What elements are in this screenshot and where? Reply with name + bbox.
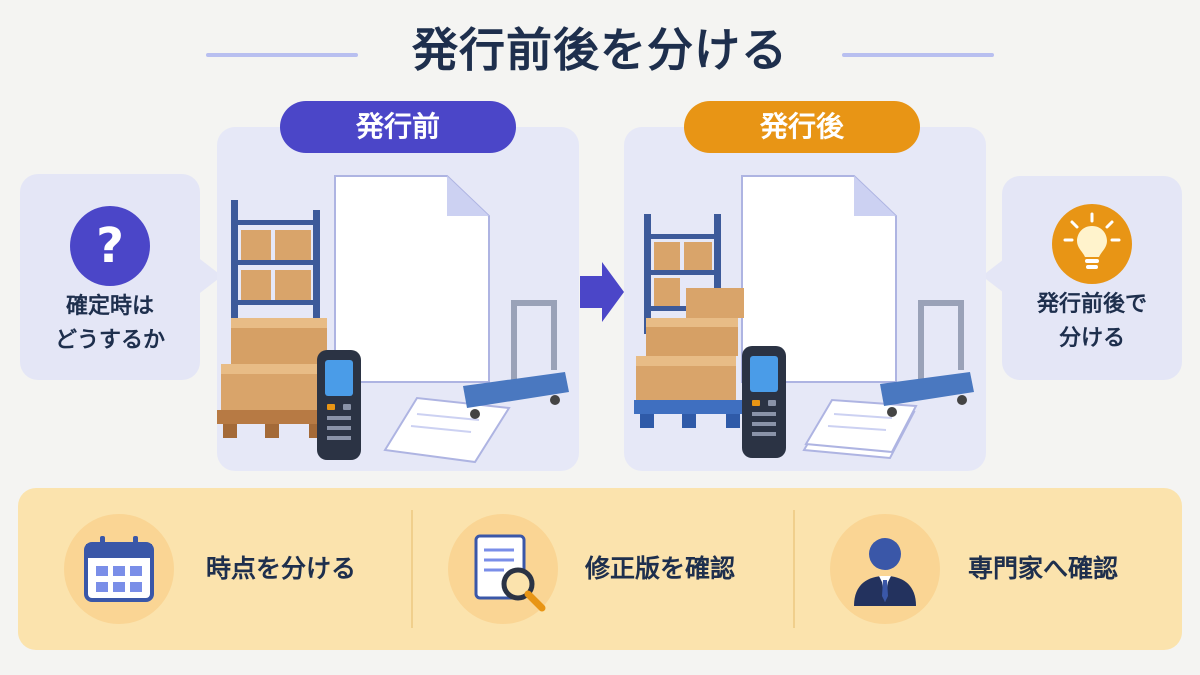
question-text: 確定時は どうするか xyxy=(20,290,200,358)
title-line-left xyxy=(206,53,358,57)
document-sheet xyxy=(741,175,897,383)
scanner-icon xyxy=(742,346,786,458)
boxes-icon xyxy=(634,288,746,428)
feature-icon-wrap-2 xyxy=(448,514,558,624)
cart-icon xyxy=(463,300,569,419)
title-line-right xyxy=(842,53,994,57)
question-line-1: 確定時は xyxy=(65,294,154,319)
after-illustration xyxy=(634,175,974,460)
feature-label-1: 時点を分ける xyxy=(206,554,357,583)
question-icon: ? xyxy=(70,206,150,286)
after-label: 発行後 xyxy=(684,101,920,153)
person-icon xyxy=(854,538,916,606)
page-title: 発行前後を分ける xyxy=(412,23,788,77)
feature-icon-wrap-1 xyxy=(64,514,174,624)
tip-line-1: 発行前後で xyxy=(1036,292,1147,317)
lightbulb-icon xyxy=(1052,204,1132,284)
before-label: 発行前 xyxy=(280,101,516,153)
tip-box-pointer xyxy=(982,256,1008,296)
paper-icon xyxy=(383,396,511,464)
question-box: ? 確定時は どうするか xyxy=(20,174,222,380)
paper-stack-icon xyxy=(802,398,918,460)
shelf-icon xyxy=(231,200,320,330)
feature-icon-wrap-3 xyxy=(830,514,940,624)
before-illustration xyxy=(217,175,569,464)
question-line-2: どうするか xyxy=(54,328,165,353)
shelf-icon xyxy=(644,214,721,334)
tip-line-2: 分ける xyxy=(1058,326,1125,351)
divider-1 xyxy=(411,510,413,628)
feature-label-2: 修正版を確認 xyxy=(585,554,736,583)
document-sheet xyxy=(334,175,490,383)
title-row: 発行前後を分ける xyxy=(0,18,1200,82)
bottom-bar: 時点を分ける 修正版を確認 専門家へ確認 xyxy=(18,488,1182,650)
calendar-icon xyxy=(84,536,154,602)
cart-icon xyxy=(880,300,974,417)
scanner-icon xyxy=(317,350,361,460)
document-search-icon xyxy=(474,534,546,612)
feature-label-3: 専門家へ確認 xyxy=(968,554,1119,583)
divider-2 xyxy=(793,510,795,628)
boxes-icon xyxy=(217,318,329,438)
tip-text: 発行前後で 分ける xyxy=(1002,288,1182,356)
arrow-icon xyxy=(580,262,624,322)
svg-text:?: ? xyxy=(96,218,124,274)
tip-box: 発行前後で 分ける xyxy=(982,176,1182,380)
question-box-pointer xyxy=(196,256,222,296)
